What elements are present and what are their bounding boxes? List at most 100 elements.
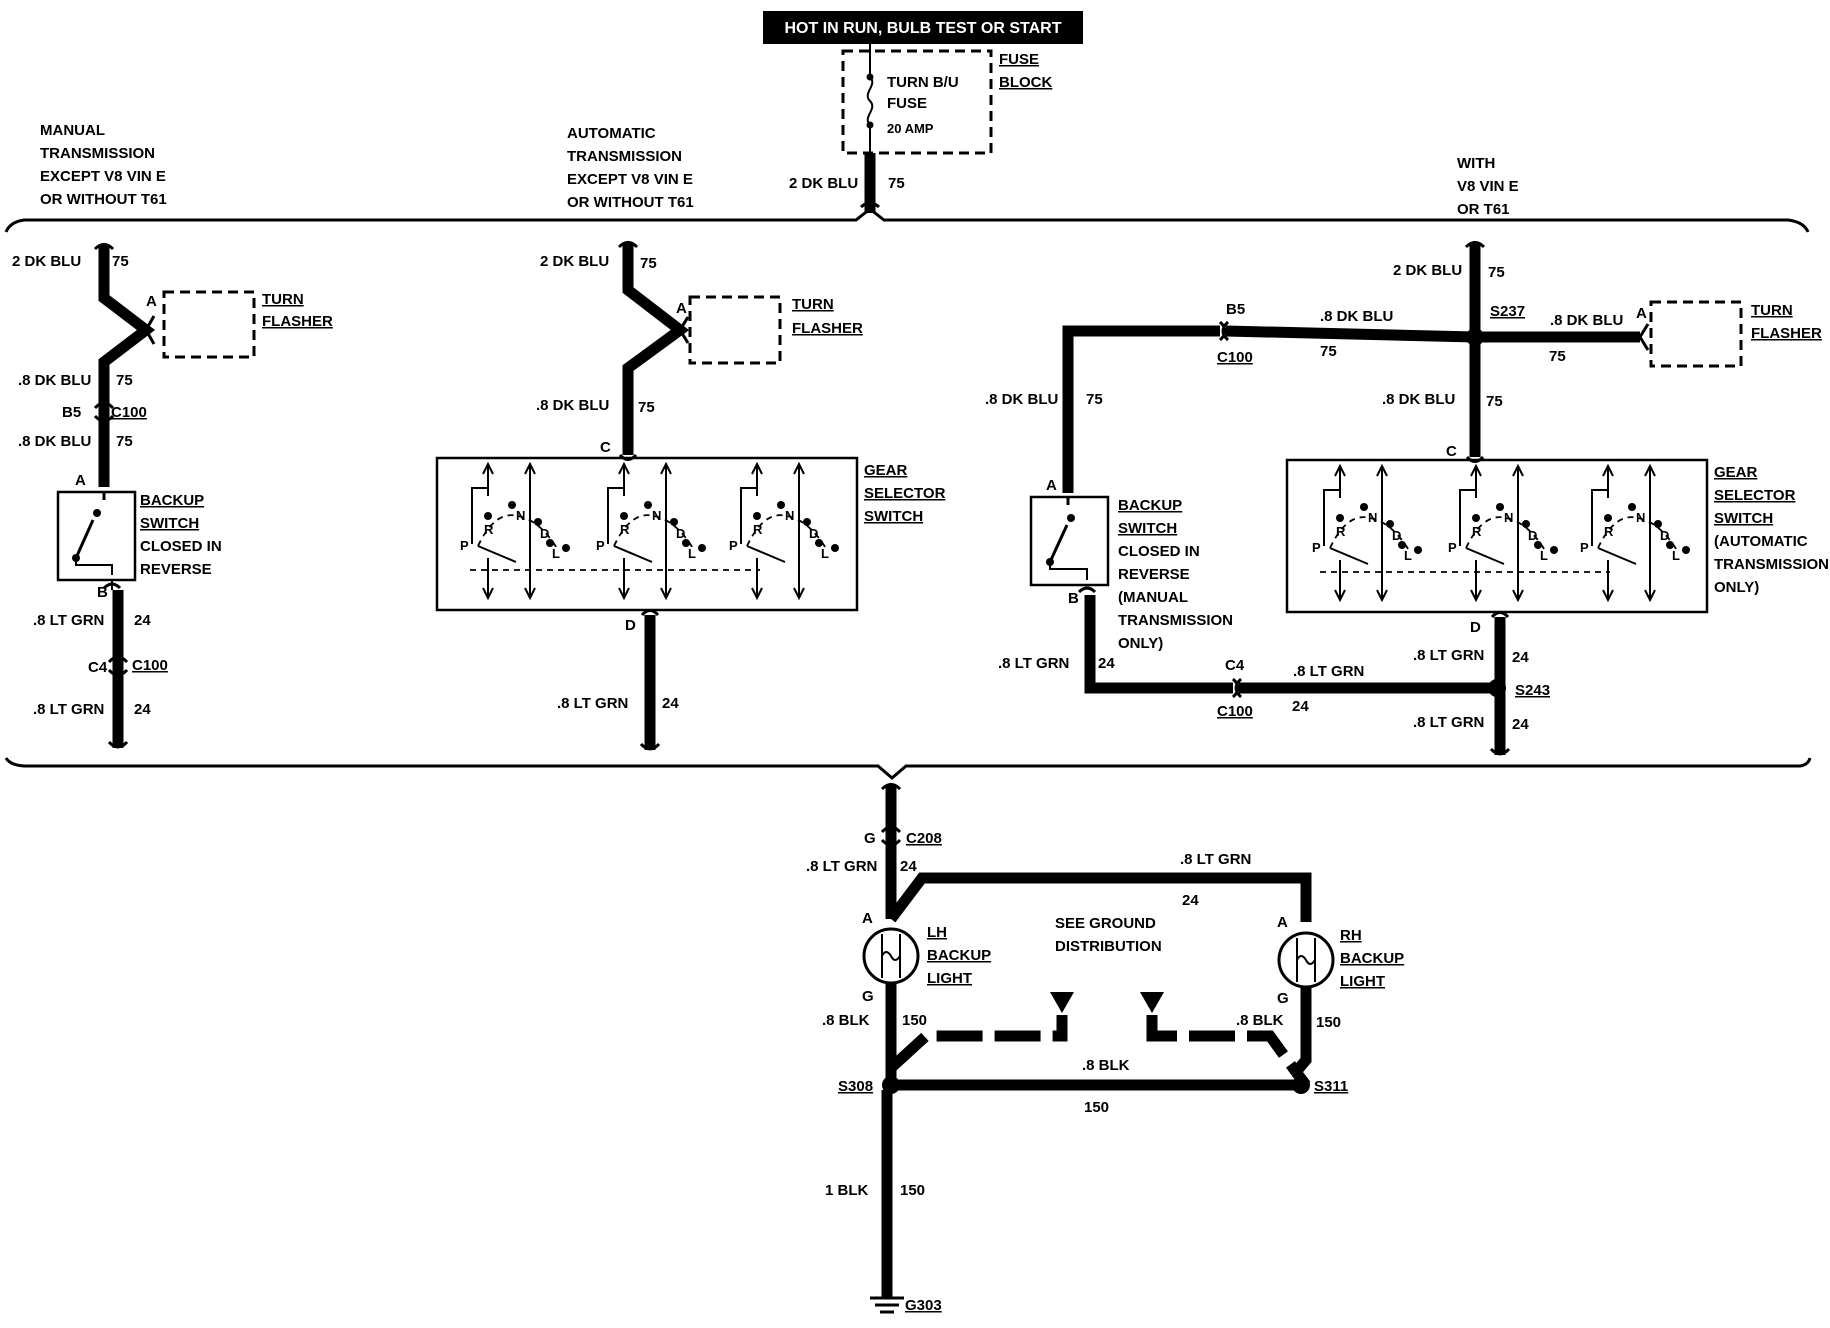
v8-switch-out-pin: B: [1068, 590, 1079, 607]
splice-s311: [1292, 1076, 1310, 1094]
v8-down-left-wire: .8 DK BLU: [985, 391, 1058, 408]
auto-gear-0-0: P: [460, 538, 469, 553]
v8-sw-out-circuit: 24: [1098, 655, 1115, 672]
auto-gear-2-2: N: [785, 508, 794, 523]
power-header: HOT IN RUN, BULB TEST OR START: [763, 11, 1083, 44]
fuse-name-2: FUSE: [887, 95, 927, 112]
manual-switch-out-pin: B: [97, 584, 108, 601]
manual-wire-mid: .8 DK BLU: [18, 372, 91, 389]
auto-top-wire: 2 DK BLU: [540, 253, 609, 270]
v8-contact-1-3: [1534, 541, 1542, 549]
auto-contact-2-1: [777, 501, 785, 509]
manual-section: 2 DK BLU 75 A TURN FLASHER .8 DK BLU 75 …: [12, 243, 333, 749]
rh-label-2: BACKUP: [1340, 950, 1404, 967]
lh-label-3: LIGHT: [927, 970, 972, 987]
v8-switch-6: TRANSMISSION: [1118, 612, 1233, 629]
rh-pin-g: G: [1277, 990, 1289, 1007]
automatic-title-3: EXCEPT V8 VIN E: [567, 171, 693, 188]
auto-gear-2-1: R: [753, 522, 763, 537]
manual-switch-3: CLOSED IN: [140, 538, 222, 555]
manual-wire-low: .8 DK BLU: [18, 433, 91, 450]
fuse-name-1: TURN B/U: [887, 74, 959, 91]
v8-switch-3: CLOSED IN: [1118, 543, 1200, 560]
v8-switch-1: BACKUP: [1118, 497, 1182, 514]
v8-splice-bottom: S243: [1515, 682, 1550, 699]
auto-gear-0-2: N: [516, 508, 525, 523]
auto-contact-1-0: [620, 512, 628, 520]
automatic-section: 2 DK BLU 75 A TURN FLASHER .8 DK BLU 75 …: [435, 241, 946, 751]
auto-contact-0-4: [562, 544, 570, 552]
title-automatic: AUTOMATIC TRANSMISSION EXCEPT V8 VIN E O…: [567, 125, 694, 211]
lights-feed-wire: .8 LT GRN: [806, 858, 877, 875]
v8-selector-4: (AUTOMATIC: [1714, 533, 1808, 550]
auto-contact-2-3: [815, 539, 823, 547]
v8-gear-1-0: P: [1448, 540, 1457, 555]
auto-circuit-mid: 75: [638, 399, 655, 416]
v8-contact-0-4: [1414, 546, 1422, 554]
manual-switch-in-pin: A: [75, 472, 86, 489]
v8-contact-1-2: [1522, 520, 1530, 528]
v8-contact-1-1: [1496, 503, 1504, 511]
v8-gear-2-1: R: [1604, 524, 1614, 539]
v8-flasher-1: TURN: [1751, 302, 1793, 319]
auto-gear-1-4: L: [688, 546, 696, 561]
v8-flasher-2: FLASHER: [1751, 325, 1822, 342]
backup-lights-section: G C208 .8 LT GRN 24 .8 LT GRN 24 A G LH …: [806, 783, 1404, 1314]
ground-note-1: SEE GROUND: [1055, 915, 1156, 932]
v8-turn-flasher: [1649, 300, 1743, 368]
v8-section: 2 DK BLU 75 S237 B5 C100 .8 DK BLU 75 .8…: [985, 241, 1829, 756]
main-gnd-circuit: 150: [900, 1182, 925, 1199]
rh-gnd-wire: .8 BLK: [1236, 1012, 1284, 1029]
fuse-block-title-1: FUSE: [999, 51, 1039, 68]
auto-turn-flasher: [688, 295, 782, 365]
manual-switch-2: SWITCH: [140, 515, 199, 532]
v8-sel-out-wire: .8 LT GRN: [1413, 647, 1484, 664]
auto-flasher-1: TURN: [792, 296, 834, 313]
auto-contact-1-3: [682, 539, 690, 547]
lights-bottom-circuit: 150: [1084, 1099, 1109, 1116]
auto-flasher-pin: A: [676, 300, 687, 317]
manual-flasher-1: TURN: [262, 291, 304, 308]
lh-gnd-wire: .8 BLK: [822, 1012, 870, 1029]
v8-backup-switch: [1029, 495, 1110, 587]
v8-left-circuit: 75: [1320, 343, 1337, 360]
v8-bottom-circuit: 24: [1292, 698, 1309, 715]
main-gnd-wire: 1 BLK: [825, 1182, 869, 1199]
fuse-block: TURN B/U FUSE 20 AMP FUSE BLOCK: [841, 44, 1052, 155]
auto-out-pin: D: [625, 617, 636, 634]
fuse-element-icon: [866, 76, 874, 126]
auto-contact-1-2: [670, 518, 678, 526]
manual-circuit-low: 75: [116, 433, 133, 450]
v8-contact-0-0: [1336, 514, 1344, 522]
manual-title-1: MANUAL: [40, 122, 105, 139]
manual-conn2: C100: [132, 657, 168, 674]
v8-gear-0-0: P: [1312, 540, 1321, 555]
v8-contact-2-1: [1628, 503, 1636, 511]
v8-contact-2-3: [1666, 541, 1674, 549]
options-bracket: [4, 207, 1812, 780]
auto-in-pin: C: [600, 439, 611, 456]
v8-left-wire: .8 DK BLU: [1320, 308, 1393, 325]
manual-out-circuit: 24: [134, 612, 151, 629]
v8-contact-1-4: [1550, 546, 1558, 554]
auto-out-wire: .8 LT GRN: [557, 695, 628, 712]
lights-feed-circuit: 24: [900, 858, 917, 875]
manual-flasher-2: FLASHER: [262, 313, 333, 330]
ground-symbol-right-icon: [1140, 992, 1164, 1013]
v8-left-conn-pin: B5: [1226, 301, 1245, 318]
v8-gear-0-4: L: [1404, 548, 1412, 563]
auto-contact-1-4: [698, 544, 706, 552]
auto-contact-2-0: [753, 512, 761, 520]
v8-down-right-circuit: 75: [1486, 393, 1503, 410]
v8-contact-0-2: [1386, 520, 1394, 528]
manual-turn-flasher: [162, 290, 256, 359]
auto-gear-selector-switch: [435, 456, 859, 612]
v8-out-circuit: 24: [1512, 716, 1529, 733]
v8-flasher-wire: .8 DK BLU: [1550, 312, 1623, 329]
ground-note-2: DISTRIBUTION: [1055, 938, 1162, 955]
v8-title-1: WITH: [1457, 155, 1495, 172]
